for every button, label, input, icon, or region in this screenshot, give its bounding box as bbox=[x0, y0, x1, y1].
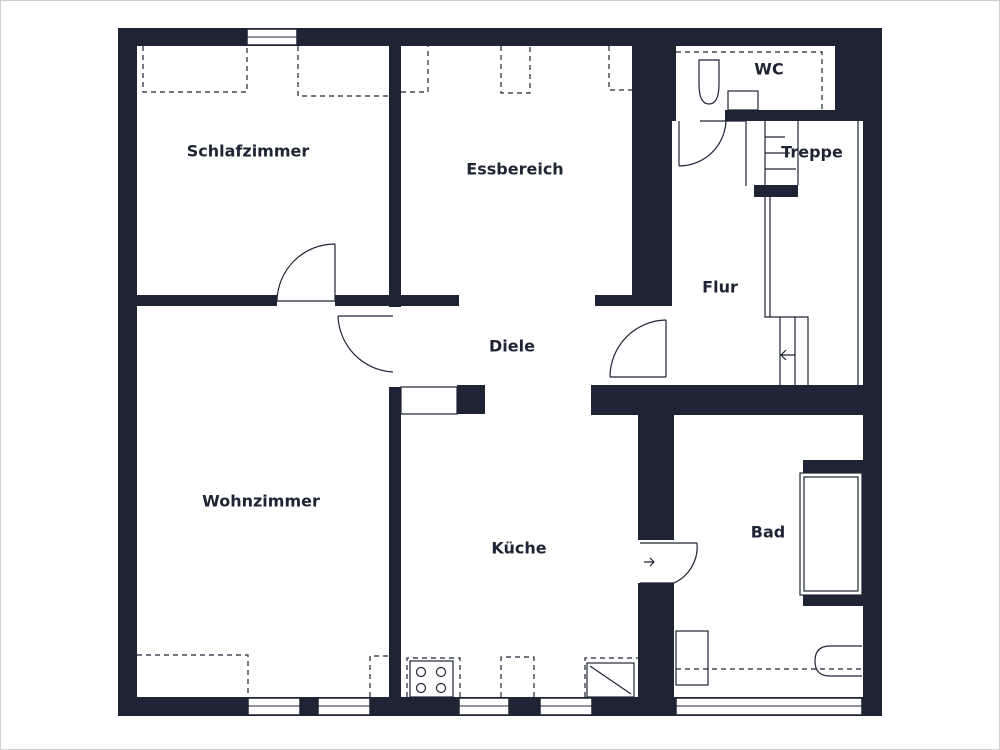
wall-essbereich-bottom-left bbox=[393, 295, 459, 306]
room-label-treppe: Treppe bbox=[781, 142, 843, 162]
diele-counter bbox=[400, 386, 458, 415]
dash-wohnzimmer-bottom bbox=[137, 654, 249, 697]
wall-essbereich-bottom-right bbox=[595, 295, 668, 306]
wall-schlafzimmer-bottom-left bbox=[137, 295, 277, 306]
dashed-outlines bbox=[137, 46, 863, 697]
wall-kueche-bad-lower bbox=[638, 583, 674, 697]
burner bbox=[415, 682, 427, 694]
dash-schlafzimmer-right bbox=[297, 46, 389, 97]
dash-essbereich-right bbox=[608, 46, 632, 91]
wall-kueche-bad-upper bbox=[638, 385, 674, 540]
wall-schlafzimmer-essbereich bbox=[389, 46, 401, 307]
door-schlafzimmer bbox=[276, 243, 336, 302]
dash-kueche-left bbox=[369, 655, 401, 697]
wall-wc-bottom bbox=[725, 110, 863, 121]
doors bbox=[276, 120, 747, 584]
wall-treppe-stub bbox=[754, 185, 798, 197]
dash-kueche-mid bbox=[500, 656, 535, 697]
burner bbox=[415, 666, 427, 678]
dash-kueche-cooktop bbox=[406, 657, 461, 697]
room-label-wohnzimmer: Wohnzimmer bbox=[202, 491, 320, 511]
door-flur bbox=[609, 319, 667, 378]
bathtub-inner bbox=[803, 476, 859, 592]
room-label-essbereich: Essbereich bbox=[466, 159, 564, 179]
sink-wc bbox=[727, 90, 759, 111]
outer-wall bbox=[118, 28, 882, 716]
burner bbox=[435, 682, 447, 694]
room-label-diele: Diele bbox=[489, 336, 535, 356]
dash-kueche-right bbox=[584, 657, 638, 697]
wall-schlafzimmer-bottom-right bbox=[335, 295, 393, 306]
kitchen-sink-line bbox=[589, 665, 632, 695]
cooktop bbox=[409, 660, 635, 698]
shower-tray bbox=[675, 630, 709, 686]
dash-essbereich-mid bbox=[500, 46, 531, 94]
room-label-bad: Bad bbox=[750, 522, 786, 542]
wc-fixtures bbox=[698, 59, 759, 111]
door-kueche-bad bbox=[640, 542, 698, 584]
toilet-wc bbox=[698, 59, 720, 105]
washbasin-bad bbox=[814, 645, 862, 677]
window-mullions bbox=[247, 36, 862, 707]
cooktop-frame bbox=[409, 660, 454, 698]
wall-wc-flur-vertical bbox=[668, 46, 676, 121]
door-wc bbox=[678, 120, 747, 186]
staircase bbox=[764, 121, 859, 385]
dash-essbereich-left bbox=[401, 46, 429, 93]
burner bbox=[435, 666, 447, 678]
stair-steps bbox=[765, 136, 796, 385]
room-label-wc: WC bbox=[754, 59, 784, 79]
wall-flur-bad-horizontal bbox=[591, 385, 863, 415]
bad-fixtures bbox=[675, 472, 863, 686]
room-label-schlafzimmer: Schlafzimmer bbox=[186, 141, 310, 161]
dash-schlafzimmer-left bbox=[142, 46, 248, 93]
wall-wc-right bbox=[835, 46, 863, 121]
bathtub bbox=[799, 472, 863, 596]
dash-wc-top bbox=[676, 51, 823, 110]
wall-essbereich-flur bbox=[632, 46, 672, 306]
windows bbox=[246, 28, 863, 716]
wall-wohnzimmer-kueche bbox=[389, 387, 401, 697]
wall-diele-block bbox=[457, 385, 485, 414]
door-kueche-arrow bbox=[644, 557, 655, 567]
room-label-kueche: Küche bbox=[491, 538, 547, 558]
door-diele-left bbox=[337, 315, 394, 373]
room-label-flur: Flur bbox=[702, 277, 738, 297]
kitchen-sink bbox=[586, 662, 635, 698]
stair-arrow bbox=[780, 349, 795, 361]
